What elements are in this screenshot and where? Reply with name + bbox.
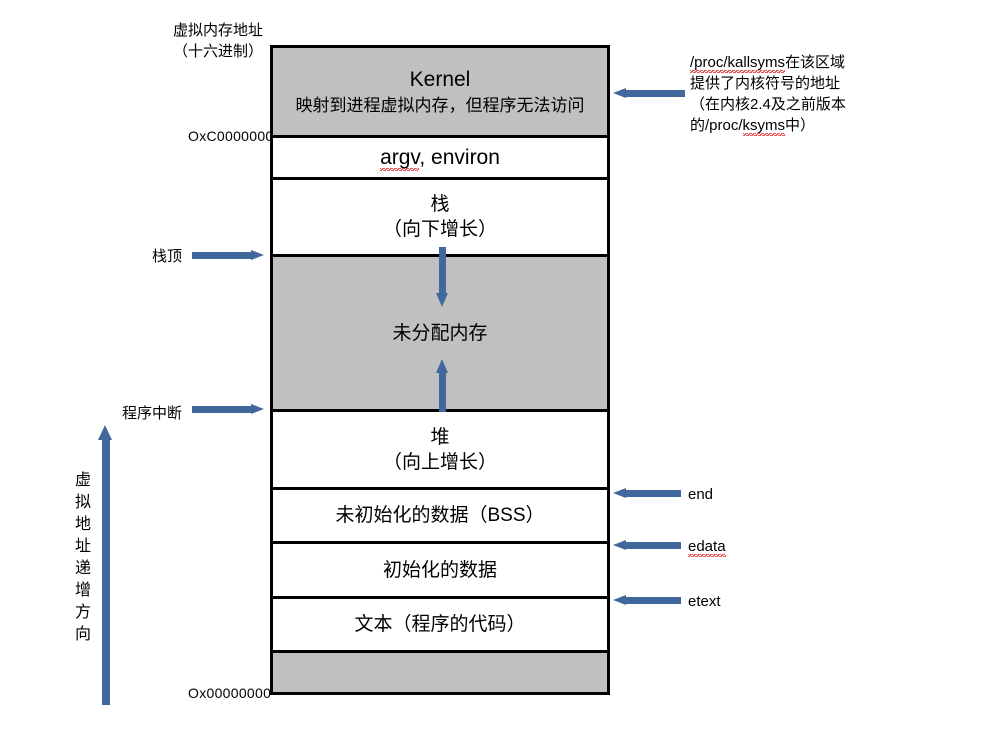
segment-argv-environ-title: argv, environ	[380, 145, 500, 171]
arrow-shaft	[625, 597, 681, 604]
kernel-note-line-4: 的/proc/ksyms中）	[690, 115, 860, 136]
callout-label-stack-top: 栈顶	[152, 248, 183, 265]
kernel-note-text: /proc/kallsyms在该区域 提供了内核符号的地址 （在内核2.4及之前…	[690, 52, 860, 136]
callout-label-etext: etext	[688, 593, 721, 610]
segment-stack-subtitle: （向下增长）	[382, 219, 497, 240]
segment-unallocated: 未分配内存	[273, 247, 607, 419]
arrow-head	[613, 595, 626, 605]
segment-heap-title: 堆	[430, 426, 450, 448]
segment-unallocated-title: 未分配内存	[392, 322, 488, 344]
edata-token: edata	[688, 538, 726, 557]
virtual-address-increasing-arrow	[98, 425, 113, 705]
arrow-shaft	[192, 252, 252, 259]
virtual-address-direction-label: 虚拟地址递增方向	[74, 472, 91, 643]
heap-growth-up-arrow	[436, 359, 449, 419]
segment-text: 文本（程序的代码）	[273, 599, 607, 653]
arrow-head	[98, 425, 112, 440]
callout-arrow-etext	[613, 595, 681, 606]
virtual-memory-address-header: 虚拟内存地址 （十六进制）	[166, 20, 270, 62]
argv-token: argv	[380, 145, 420, 171]
segment-kernel-subtitle: 映射到进程虚拟内存，但程序无法访问	[295, 95, 585, 115]
arrow-head	[251, 404, 264, 414]
kernel-note-line-1: /proc/kallsyms在该区域	[690, 52, 860, 73]
arrow-head	[436, 293, 448, 307]
callout-arrow-program-break	[192, 404, 264, 415]
arrow-shaft	[625, 542, 681, 549]
kernel-note-line-1-tail: 在该区域	[785, 54, 846, 71]
ksyms-token: ksyms	[742, 117, 786, 136]
header-line-1: 虚拟内存地址	[172, 22, 263, 39]
segment-kernel: Kernel 映射到进程虚拟内存，但程序无法访问	[273, 48, 607, 138]
address-label-zero-boundary: Ox00000000	[188, 685, 272, 701]
callout-label-program-break: 程序中断	[122, 405, 183, 422]
arrow-head	[613, 488, 626, 498]
kernel-note-line-4-tail: 中）	[785, 117, 816, 134]
segment-heap-subtitle: （向上增长）	[382, 451, 497, 473]
arrow-shaft	[192, 406, 252, 413]
callout-label-edata: edata	[688, 538, 726, 557]
header-line-2: （十六进制）	[172, 43, 263, 60]
segment-argv-environ: argv, environ	[273, 138, 607, 180]
segment-kernel-title: Kernel	[409, 67, 471, 91]
address-label-kernel-boundary: OxC0000000	[188, 128, 274, 144]
segment-bss: 未初始化的数据（BSS）	[273, 490, 607, 544]
arrow-shaft	[625, 90, 685, 97]
arrow-shaft	[439, 372, 446, 419]
segment-initialized-data-title: 初始化的数据	[382, 559, 497, 581]
arrow-head	[613, 88, 626, 98]
segment-heap: 堆 （向上增长）	[273, 412, 607, 490]
stack-growth-down-arrow	[436, 247, 449, 307]
segment-stack: 栈 （向下增长）	[273, 180, 607, 257]
segment-reserved	[273, 653, 607, 695]
kernel-note-line-2: 提供了内核符号的地址	[690, 75, 841, 92]
arrow-head	[613, 540, 626, 550]
memory-layout-diagram: Kernel 映射到进程虚拟内存，但程序无法访问 argv, environ 栈…	[270, 45, 610, 695]
callout-arrow-stack-top	[192, 250, 264, 261]
arrow-shaft	[102, 439, 110, 705]
arrow-shaft	[439, 247, 446, 294]
callout-label-end: end	[688, 486, 714, 503]
kernel-note-line-3: （在内核2.4及之前版本	[690, 96, 846, 113]
callout-arrow-end	[613, 488, 681, 499]
kernel-note-line-4-head: 的/proc/	[690, 117, 743, 134]
callout-arrow-edata	[613, 540, 681, 551]
arrow-head	[251, 250, 264, 260]
segment-text-title: 文本（程序的代码）	[354, 614, 526, 635]
arrow-head	[436, 359, 448, 373]
arrow-shaft	[625, 490, 681, 497]
segment-stack-title: 栈	[430, 194, 450, 215]
segment-initialized-data: 初始化的数据	[273, 544, 607, 599]
segment-bss-title: 未初始化的数据（BSS）	[335, 505, 545, 526]
kallsyms-token: /proc/kallsyms	[690, 54, 786, 73]
kernel-note-arrow	[613, 88, 685, 99]
